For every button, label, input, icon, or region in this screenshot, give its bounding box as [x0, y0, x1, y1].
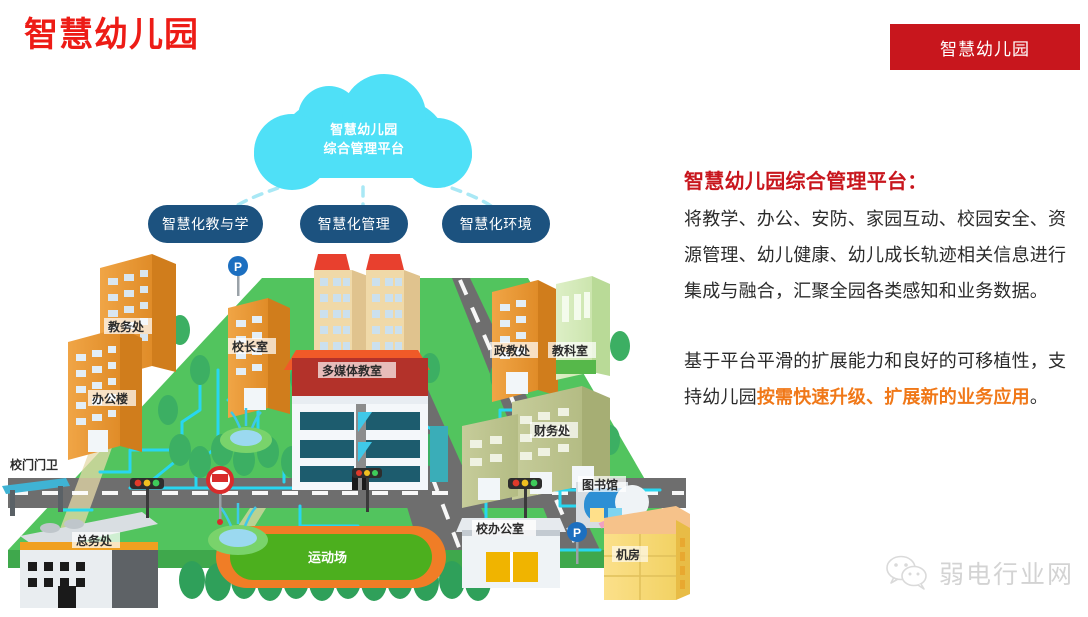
svg-text:政教处: 政教处 — [494, 343, 531, 358]
node-smart-management[interactable]: 智慧化管理 — [300, 205, 408, 243]
traffic-light-left — [130, 478, 164, 518]
building-tower-right — [366, 254, 420, 374]
campus-label-xiaozhangshi: 校长室 — [228, 338, 276, 354]
fountain-center — [208, 503, 268, 555]
description-paragraph-1: 将教学、办公、安防、家园互动、校园安全、资源管理、幼儿健康、幼儿成长轨迹相关信息… — [684, 209, 1067, 301]
building-zongwuchu — [20, 512, 158, 608]
building-caiwuchu-annex — [462, 414, 518, 508]
wechat-icon — [886, 555, 927, 590]
description-heading: 智慧幼儿园综合管理平台： — [684, 171, 928, 193]
traffic-light-center — [352, 468, 382, 512]
svg-text:总务处: 总务处 — [76, 533, 113, 548]
campus-label-jiaokeshi: 教科室 — [548, 342, 596, 358]
paragraph-2-highlight: 按需快速升级、扩展新的业务应用 — [756, 387, 1030, 407]
svg-text:办公楼: 办公楼 — [92, 391, 128, 406]
no-entry-sign — [206, 466, 234, 525]
description-paragraph-2: 基于平台平滑的扩展能力和良好的可移植性，支持幼儿园按需快速升级、扩展新的业务应用… — [684, 343, 1068, 415]
svg-text:图书馆: 图书馆 — [582, 477, 618, 492]
platform-diagram: 智慧幼儿园 综合管理平台 智慧化教与学 智慧化管理 智慧化环境 — [120, 74, 600, 255]
campus-label-bangonglou: 办公楼 — [88, 390, 136, 406]
paragraph-2-prefix: 基于平台平滑的扩展能力和良好的可移植性，支持幼儿园 — [684, 351, 1067, 407]
campus-label-xiaobangongshi: 校办公室 — [472, 520, 536, 536]
sports-field — [216, 526, 446, 588]
campus-label-duomeiti: 多媒体教室 — [318, 362, 396, 378]
cloud-label-line1: 智慧幼儿园 — [330, 122, 398, 137]
campus-label-zhengjiaochu: 政教处 — [490, 342, 538, 358]
campus-label-gate: 校门门卫 — [6, 456, 68, 472]
svg-text:财务处: 财务处 — [533, 423, 571, 438]
traffic-light-right — [508, 478, 542, 518]
svg-text:多媒体教室: 多媒体教室 — [322, 363, 382, 378]
campus-label-jifang: 机房 — [612, 546, 648, 562]
corner-badge-label: 智慧幼儿园 — [940, 39, 1030, 59]
cloud-label-line2: 综合管理平台 — [323, 141, 405, 156]
campus-label-zongwuchu: 总务处 — [72, 532, 120, 548]
building-tower-left — [314, 254, 368, 372]
svg-text:校门门卫: 校门门卫 — [10, 457, 58, 472]
building-jiaokeshi — [556, 276, 610, 380]
campus-illustration: P P 教务处 办公楼 — [0, 250, 690, 617]
campus-label-yundongchang: 运动场 — [308, 550, 347, 565]
campus-label-tushuguan: 图书馆 — [578, 476, 626, 492]
parking-sign-bottom: P — [567, 522, 587, 564]
campus-map-svg: P P 教务处 办公楼 — [2, 254, 690, 608]
svg-text:校长室: 校长室 — [232, 339, 268, 354]
page-title: 智慧幼儿园 — [24, 16, 199, 54]
corner-badge: 智慧幼儿园 — [890, 24, 1080, 70]
structure-gate — [2, 478, 70, 516]
campus-label-jiaowuchu: 教务处 — [104, 318, 152, 334]
campus-label-caiwuchu: 财务处 — [530, 422, 578, 438]
building-xiaozhangshi — [228, 298, 290, 418]
description-panel: 智慧幼儿园综合管理平台： 将教学、办公、安防、家园互动、校园安全、资源管理、幼儿… — [684, 165, 1068, 415]
svg-text:机房: 机房 — [616, 547, 640, 562]
building-zhengjiaochu — [492, 280, 558, 402]
node-smart-teaching[interactable]: 智慧化教与学 — [148, 205, 263, 243]
watermark: 弱电行业网 — [885, 555, 1074, 591]
paragraph-2-suffix: 。 — [1029, 387, 1049, 407]
svg-text:运动场: 运动场 — [308, 550, 347, 565]
svg-text:P: P — [234, 260, 242, 274]
cloud-platform-node: 智慧幼儿园 综合管理平台 — [254, 74, 472, 190]
svg-text:P: P — [573, 526, 581, 540]
fountain-left — [220, 408, 272, 453]
node-smart-environment[interactable]: 智慧化环境 — [442, 205, 550, 243]
svg-text:教务处: 教务处 — [107, 319, 145, 334]
watermark-text: 弱电行业网 — [938, 561, 1074, 589]
parking-sign-top: P — [228, 256, 248, 296]
building-server-room — [604, 506, 690, 600]
svg-text:校办公室: 校办公室 — [476, 521, 524, 536]
svg-text:教科室: 教科室 — [551, 343, 588, 358]
